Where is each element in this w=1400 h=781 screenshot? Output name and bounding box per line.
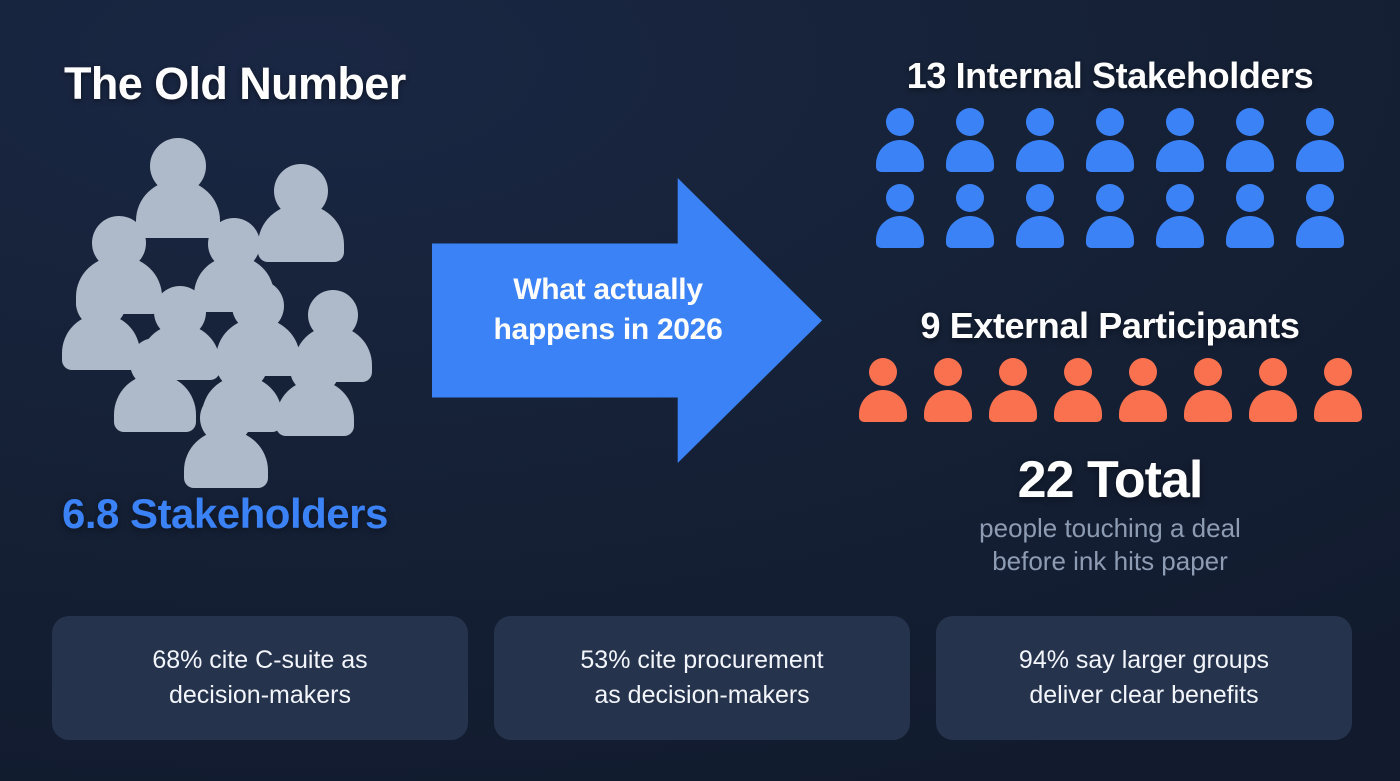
person-icon	[1051, 358, 1104, 422]
external-participants-heading: 9 External Participants	[920, 305, 1300, 346]
person-icon	[944, 108, 997, 172]
stat-card-procurement: 53% cite procurement as decision-makers	[494, 616, 910, 740]
person-icon	[1224, 184, 1277, 248]
person-icon	[1116, 358, 1169, 422]
external-participants-icons	[840, 358, 1380, 422]
person-icon	[1294, 184, 1347, 248]
stat-card-line-1: 68% cite C-suite as	[152, 645, 368, 674]
person-icon	[1014, 108, 1067, 172]
stat-card-row: 68% cite C-suite as decision-makers 53% …	[52, 616, 1352, 740]
stat-card-line-2: as decision-makers	[594, 681, 810, 709]
person-icon	[1224, 108, 1277, 172]
stat-card-text: 53% cite procurement as decision-makers	[580, 643, 823, 714]
person-icon	[921, 358, 974, 422]
person-icon	[1181, 358, 1234, 422]
internal-stakeholders-icons	[856, 108, 1364, 248]
total-summary: 22 Total people touching a deal before i…	[820, 452, 1400, 579]
total-subtitle-line-2: before ink hits paper	[992, 546, 1228, 577]
breakdown-panel: 13 Internal Stakeholders 9 Ext	[820, 0, 1400, 600]
arrow-label: What actually happens in 2026	[468, 270, 748, 350]
internal-stakeholders-heading: 13 Internal Stakeholders	[906, 55, 1314, 96]
page-title: The Old Number	[64, 58, 406, 109]
internal-icon-row	[856, 184, 1364, 248]
person-icon	[1246, 358, 1299, 422]
arrow-label-line-1: What actually	[513, 273, 703, 306]
internal-icon-row	[856, 108, 1364, 172]
total-subtitle: people touching a deal before ink hits p…	[820, 512, 1400, 579]
person-icon	[856, 358, 909, 422]
person-icon	[1154, 108, 1207, 172]
total-count: 22 Total	[1017, 451, 1204, 509]
total-subtitle-line-1: people touching a deal	[979, 513, 1241, 544]
stat-card-larger-groups: 94% say larger groups deliver clear bene…	[936, 616, 1352, 740]
people-group-icon	[62, 138, 384, 488]
person-icon	[874, 184, 927, 248]
person-icon	[1084, 108, 1137, 172]
person-icon	[1154, 184, 1207, 248]
stat-card-line-1: 94% say larger groups	[1018, 645, 1270, 674]
external-icon-row	[840, 358, 1380, 422]
stat-card-text: 68% cite C-suite as decision-makers	[152, 643, 367, 714]
stat-card-text: 94% say larger groups deliver clear bene…	[1019, 643, 1269, 714]
stakeholder-count-label: 6.8 Stakeholders	[62, 490, 388, 537]
person-icon	[1311, 358, 1364, 422]
stat-card-line-2: deliver clear benefits	[1029, 681, 1259, 709]
person-icon	[1084, 184, 1137, 248]
stat-card-line-2: decision-makers	[168, 681, 351, 709]
stat-card-csuite: 68% cite C-suite as decision-makers	[52, 616, 468, 740]
person-icon	[1294, 108, 1347, 172]
old-number-panel: The Old Number	[0, 0, 470, 600]
stat-card-line-1: 53% cite procurement	[580, 645, 824, 674]
transition-arrow: What actually happens in 2026	[432, 178, 822, 463]
arrow-label-line-2: happens in 2026	[493, 312, 723, 346]
person-icon	[1014, 184, 1067, 248]
person-icon	[986, 358, 1039, 422]
person-icon	[874, 108, 927, 172]
person-icon	[944, 184, 997, 248]
